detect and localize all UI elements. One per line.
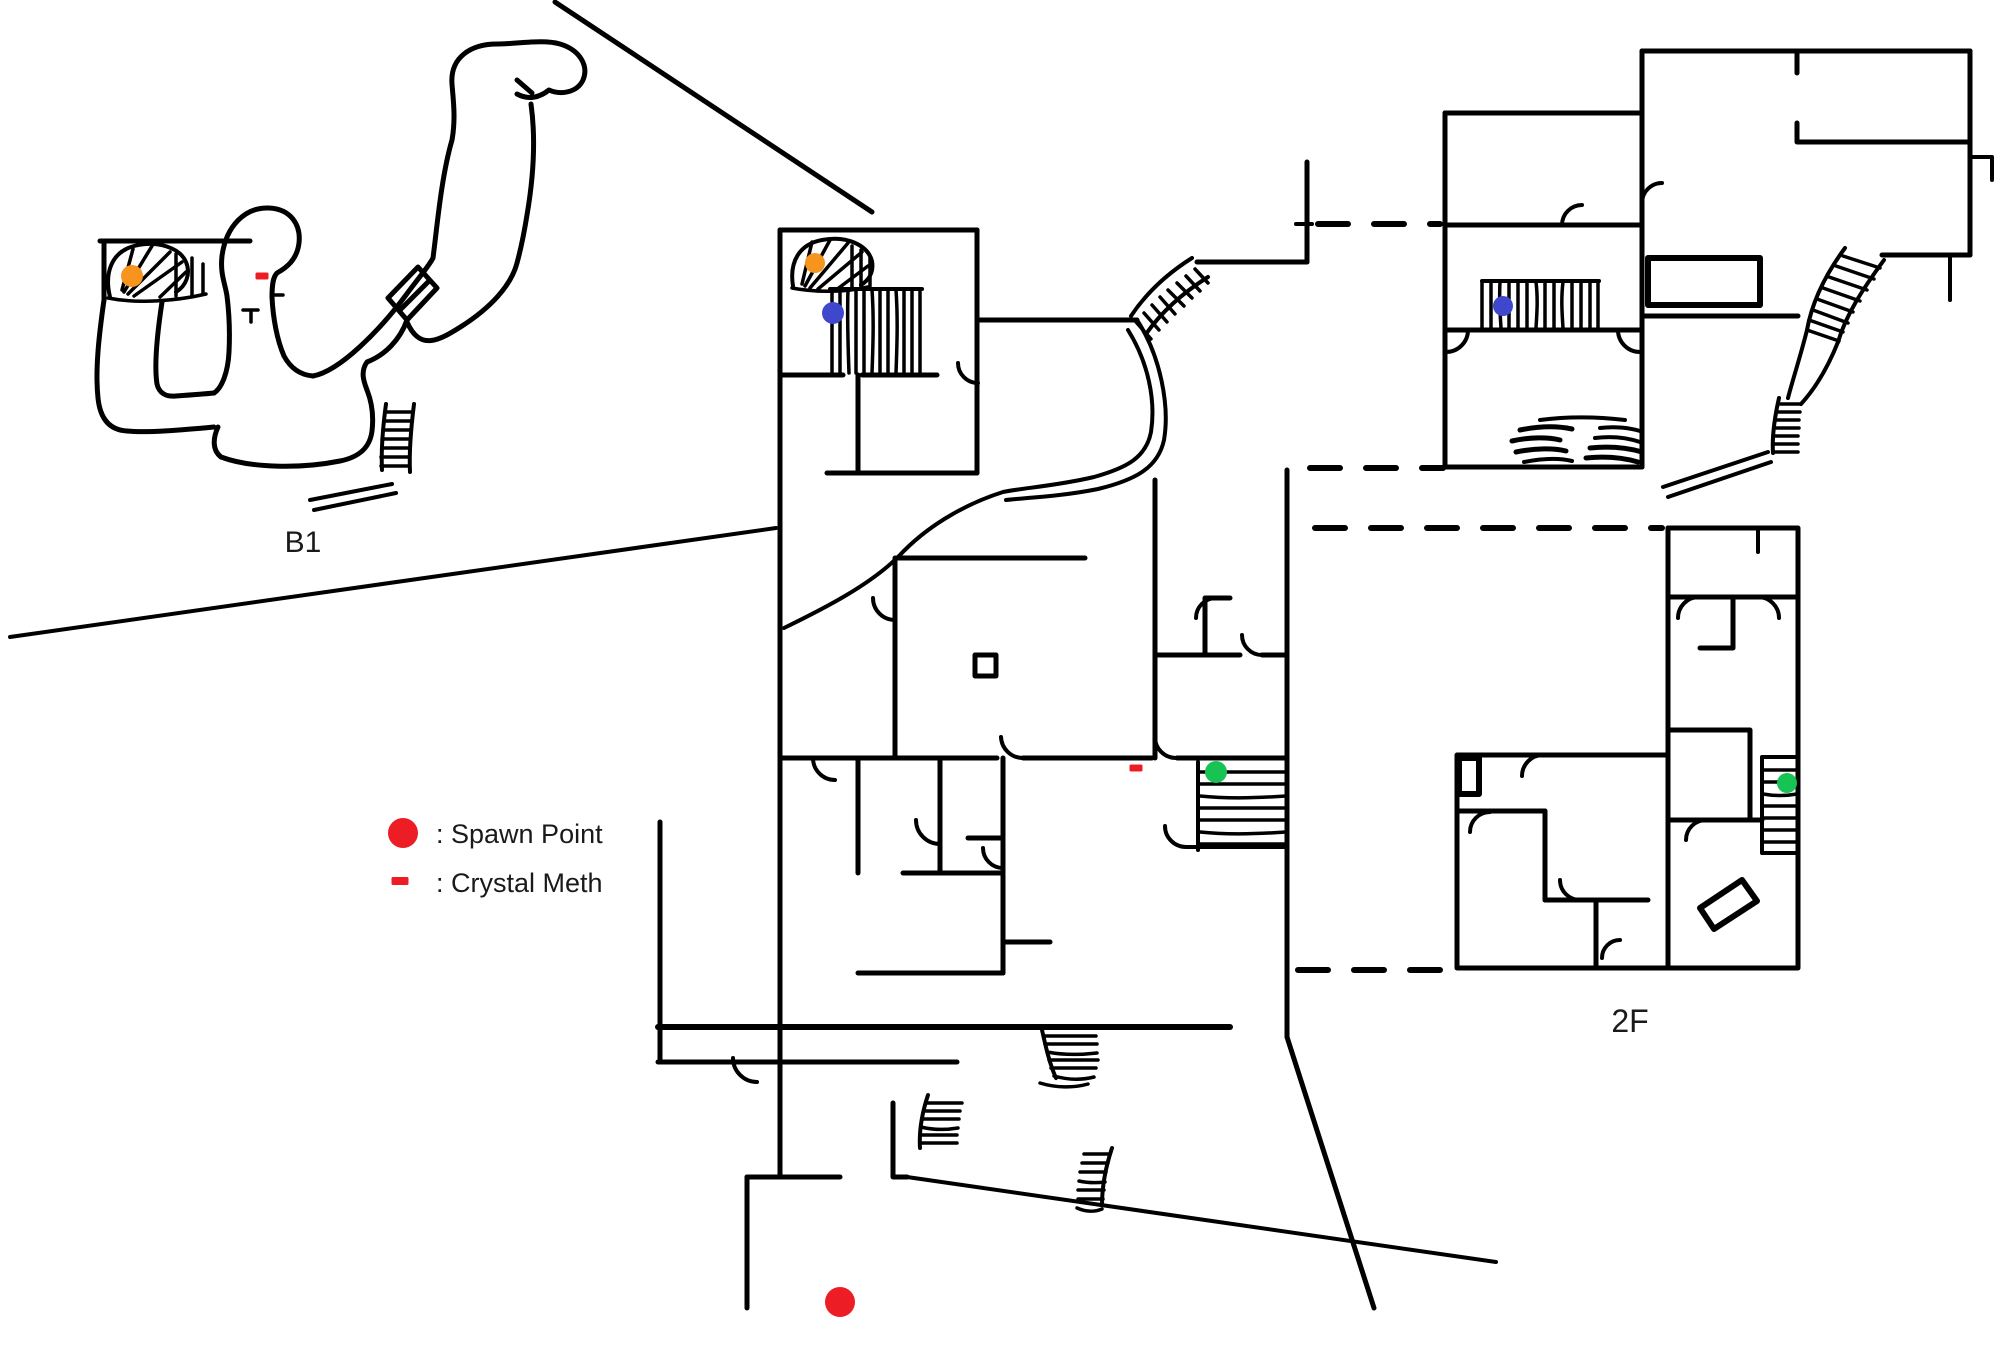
main-porch <box>655 819 1498 1311</box>
f2-label: 2F <box>1611 1003 1648 1039</box>
door-arc <box>1240 633 1264 657</box>
main-map <box>655 159 1498 1311</box>
legend-spawn-label: : Spawn Point <box>436 819 603 849</box>
door-arc <box>1756 595 1781 620</box>
door-arc <box>811 756 837 782</box>
f2-item-green <box>1777 773 1797 793</box>
b1-bag-shape <box>385 264 440 323</box>
door-arc <box>914 818 942 846</box>
door-arc <box>981 846 1005 870</box>
b1-cave-join <box>360 317 410 393</box>
door-arc <box>1684 818 1708 842</box>
f2-closet <box>1456 755 1482 797</box>
annex-ramp-2 <box>1666 460 1773 499</box>
annex-outdoor-stairs <box>1661 246 1886 499</box>
door-arc <box>999 735 1025 761</box>
door-arc <box>1444 328 1470 354</box>
b1-ramp-line-2 <box>312 491 398 512</box>
main-road-upper <box>1004 318 1168 502</box>
annex-map <box>1442 48 1994 499</box>
f2-left-wing <box>1454 753 1651 971</box>
legend-meth-label: : Crystal Meth <box>436 868 603 898</box>
main-spawn-point <box>825 1287 855 1317</box>
b1-cave-camel-right <box>404 101 537 343</box>
b1-cave-camel-left <box>310 39 588 379</box>
door-arc <box>1468 810 1492 834</box>
b1-ramp-line-1 <box>308 482 394 502</box>
b1-mark-t <box>241 308 260 324</box>
main-big-stairs <box>828 287 924 375</box>
door-arc <box>1600 938 1622 960</box>
annex-table <box>1645 255 1763 308</box>
map-markers <box>121 253 1797 1317</box>
b1-map: B1 <box>94 39 588 559</box>
annex-ramp-1 <box>1661 450 1770 489</box>
b1-crystal-meth <box>255 272 269 280</box>
annex-item-blue <box>1493 296 1513 316</box>
door-arc <box>956 361 980 385</box>
main-item-blue <box>822 302 844 324</box>
legend-meth-marker <box>391 877 409 885</box>
f2-map: 2F <box>1454 525 1801 1039</box>
main-shell-stairs <box>790 236 875 294</box>
b1-cave-sleeve-outer <box>94 297 217 435</box>
annex-rubble <box>1509 415 1645 465</box>
door-arc <box>1640 181 1664 205</box>
main-bottom-stairs <box>917 1028 1114 1213</box>
b1-cave-middle <box>211 205 316 396</box>
door-arc <box>1616 328 1642 354</box>
main-item-green <box>1205 761 1227 783</box>
door-arc <box>1520 753 1545 778</box>
main-object-square <box>972 652 999 679</box>
legend-markers <box>388 818 418 885</box>
main-right-smallwall <box>1202 595 1233 658</box>
main-road-lower <box>897 328 1155 558</box>
main-diagonal-right <box>1284 1034 1377 1311</box>
f2-mid-partition <box>1665 727 1753 821</box>
legend-spawn-marker <box>388 818 418 848</box>
f2-desk <box>1697 877 1760 932</box>
door-arc <box>871 596 897 622</box>
b1-cave-nub <box>514 77 535 96</box>
b1-boundary-lines <box>8 0 875 639</box>
door-arc <box>1558 878 1582 902</box>
door-arc <box>1560 203 1584 227</box>
annex-right-tab <box>1968 155 1994 182</box>
b1-diagonal-bottom <box>8 526 778 639</box>
b1-cave-bottom <box>211 387 376 469</box>
b1-cave-sleeve-inner <box>153 299 217 399</box>
main-upper-stairs <box>1129 256 1210 341</box>
door-arc <box>1194 596 1218 620</box>
annex-big-room <box>1639 48 1994 319</box>
main-curve-interior <box>782 554 901 630</box>
annex-stairs <box>1480 279 1601 330</box>
main-item-orange <box>805 253 825 273</box>
door-arc <box>1153 735 1178 760</box>
f2-stairs <box>1760 755 1800 855</box>
floor-connectors <box>1295 221 1665 973</box>
main-mid-stairs <box>1163 760 1289 852</box>
b1-item-orange <box>121 265 143 287</box>
b1-label: B1 <box>285 526 322 559</box>
b1-diagonal-top <box>552 0 875 215</box>
f2-small-partition <box>1697 594 1736 651</box>
door-arc <box>1676 595 1701 620</box>
b1-stairs <box>379 402 416 474</box>
legend: : Spawn Point : Crystal Meth <box>388 818 603 898</box>
main-crystal-meth <box>1129 764 1143 772</box>
